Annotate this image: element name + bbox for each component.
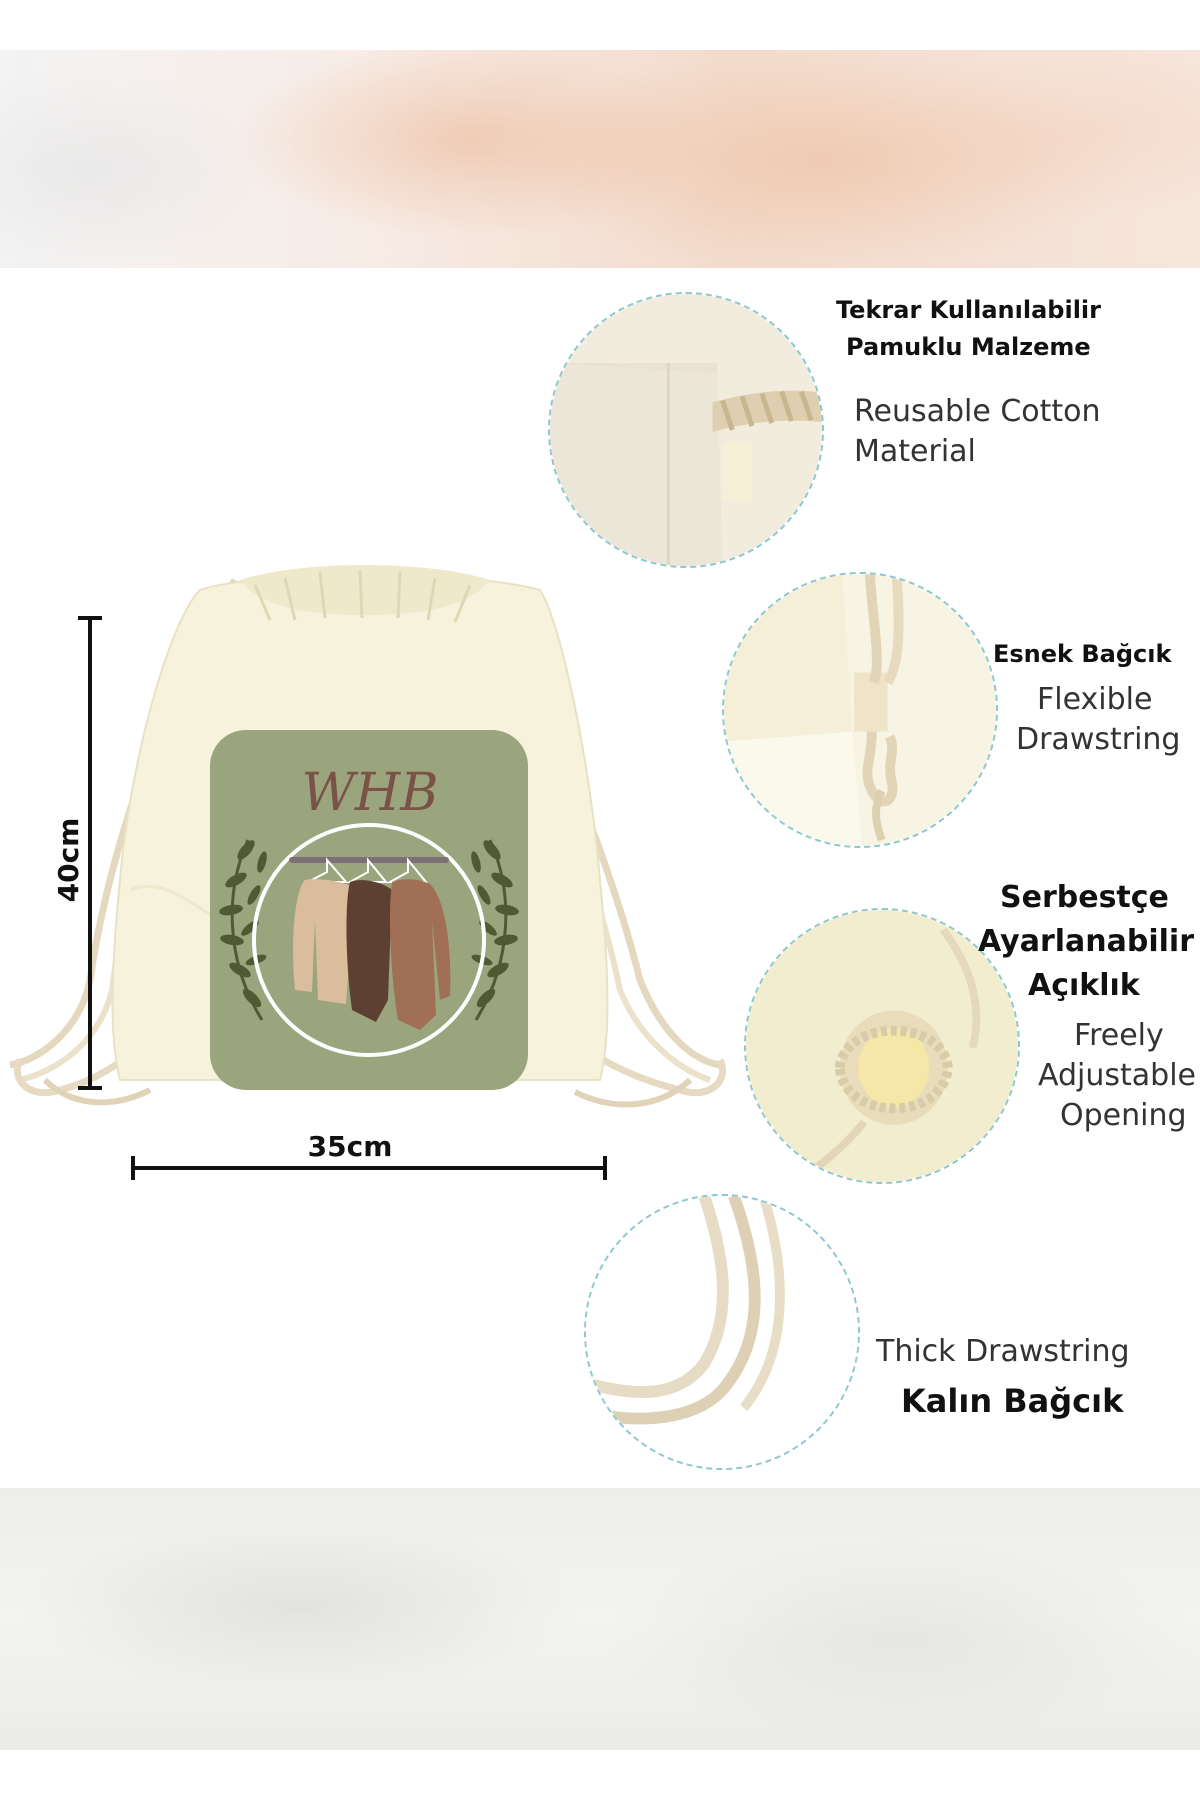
feature-1-tr-line1: Tekrar Kullanılabilir — [836, 296, 1101, 324]
feature-1-tr-line2: Pamuklu Malzeme — [846, 333, 1091, 361]
top-watercolor-band — [0, 50, 1200, 268]
height-dimension-label: 40cm — [52, 817, 85, 903]
feature-3-en-line2: Adjustable — [1038, 1058, 1196, 1093]
feature-circle-thick-drawstring — [584, 1194, 860, 1470]
feature-2-en-line1: Flexible — [1037, 682, 1153, 717]
feature-3-en-line1: Freely — [1074, 1018, 1164, 1053]
feature-4-en-line1: Thick Drawstring — [876, 1334, 1130, 1369]
width-dimension-cap-left — [131, 1156, 135, 1180]
feature-circle-opening — [744, 908, 1020, 1184]
feature-3-tr-line1: Serbestçe — [1000, 880, 1169, 915]
height-dimension-cap-bottom — [78, 1086, 102, 1090]
drawstring-bag-illustration: WHB — [9, 565, 727, 1108]
logo-text: WHB — [301, 763, 438, 823]
feature-2-en-line2: Drawstring — [1016, 722, 1181, 757]
height-dimension-line — [88, 618, 92, 1088]
feature-4-tr-line1: Kalın Bağcık — [901, 1382, 1124, 1420]
feature-circle-flexible — [722, 572, 998, 848]
bottom-watercolor-band — [0, 1488, 1200, 1750]
width-dimension-label: 35cm — [307, 1130, 393, 1163]
feature-3-en-line3: Opening — [1060, 1098, 1187, 1133]
feature-2-tr-line1: Esnek Bağcık — [993, 640, 1172, 668]
width-dimension-line — [133, 1166, 605, 1170]
feature-circle-cotton — [548, 292, 824, 568]
feature-3-tr-line2: Ayarlanabilir — [978, 924, 1194, 959]
feature-3-tr-line3: Açıklık — [1028, 968, 1140, 1003]
width-dimension-cap-right — [603, 1156, 607, 1180]
height-dimension-cap-top — [78, 616, 102, 620]
feature-1-en-line2: Material — [854, 434, 976, 469]
feature-1-en-line1: Reusable Cotton — [854, 394, 1101, 429]
